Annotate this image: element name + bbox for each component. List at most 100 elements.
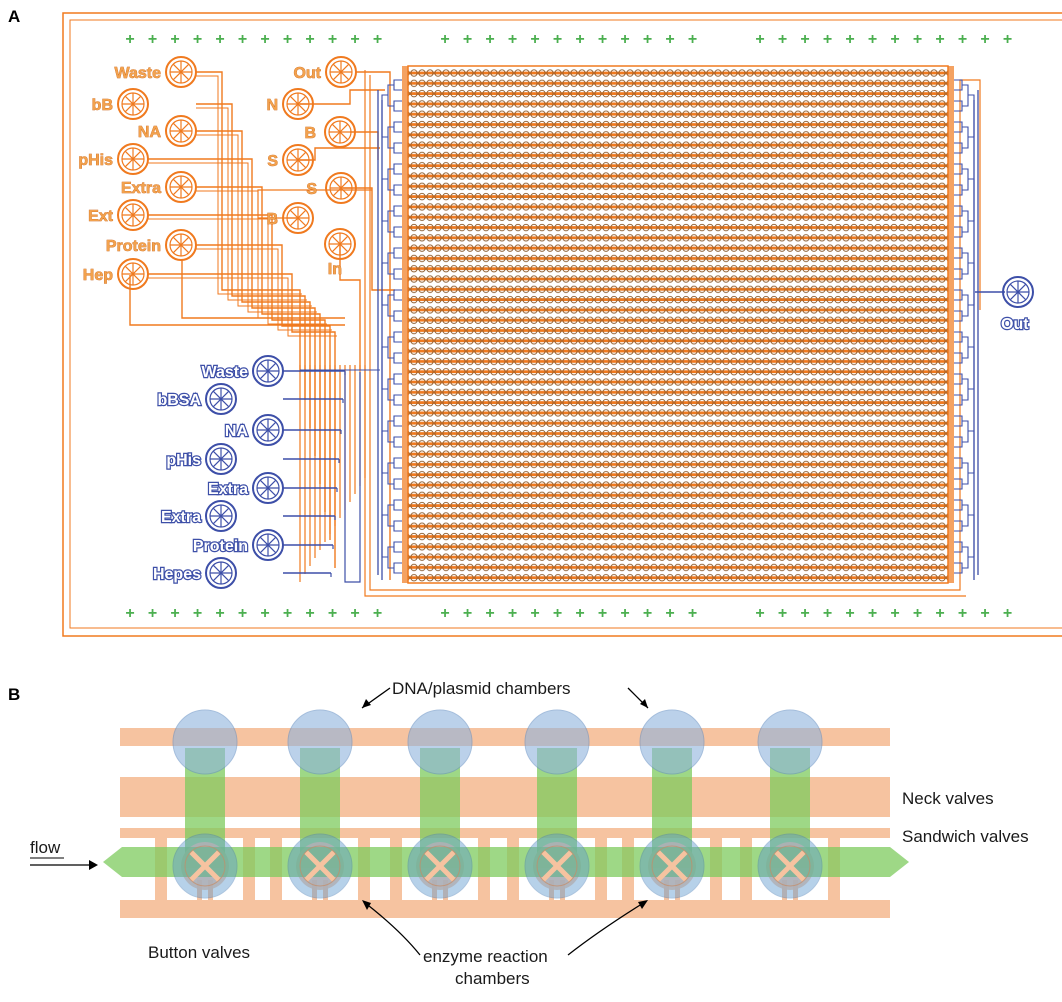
alignment-marker: + bbox=[215, 31, 224, 48]
alignment-marker: + bbox=[125, 31, 134, 48]
alignment-marker: + bbox=[575, 31, 584, 48]
flow-label: flow bbox=[30, 838, 61, 857]
alignment-marker: + bbox=[688, 31, 697, 48]
alignment-marker: + bbox=[845, 31, 854, 48]
flow-port-label: Extra bbox=[161, 509, 201, 526]
alignment-marker: + bbox=[463, 605, 472, 622]
control-port-label: N bbox=[266, 97, 278, 114]
panel-b-diagram bbox=[103, 709, 909, 918]
alignment-marker: + bbox=[913, 605, 922, 622]
alignment-marker: + bbox=[485, 31, 494, 48]
control-port-label: S bbox=[267, 153, 278, 170]
control-port-label: B bbox=[304, 125, 316, 142]
dna-chamber bbox=[407, 709, 473, 775]
flow-port-label: NA bbox=[225, 423, 249, 440]
alignment-marker: + bbox=[598, 31, 607, 48]
alignment-marker: + bbox=[958, 31, 967, 48]
alignment-marker: + bbox=[778, 31, 787, 48]
alignment-marker: + bbox=[575, 605, 584, 622]
neck-valve-line bbox=[120, 777, 890, 817]
control-port-label: Ext bbox=[88, 208, 114, 225]
alignment-marker: + bbox=[890, 605, 899, 622]
alignment-marker: + bbox=[328, 31, 337, 48]
alignment-marker: + bbox=[260, 31, 269, 48]
alignment-marker: + bbox=[193, 605, 202, 622]
alignment-marker: + bbox=[508, 605, 517, 622]
alignment-marker: + bbox=[148, 605, 157, 622]
alignment-marker: + bbox=[665, 31, 674, 48]
dna-chamber bbox=[172, 709, 238, 775]
alignment-marker: + bbox=[305, 605, 314, 622]
outlet-port: Out bbox=[975, 276, 1034, 334]
alignment-marker: + bbox=[755, 31, 764, 48]
control-port-label: NA bbox=[138, 124, 162, 141]
dna-chamber bbox=[287, 709, 353, 775]
control-port-label: pHis bbox=[78, 152, 113, 169]
flow-port-label: Hepes bbox=[153, 566, 201, 583]
dna-chambers-label: DNA/plasmid chambers bbox=[392, 679, 571, 698]
alignment-marker: + bbox=[755, 605, 764, 622]
flow-port-label: Extra bbox=[208, 481, 248, 498]
control-port-label: bB bbox=[92, 97, 113, 114]
control-port-label: S bbox=[306, 181, 317, 198]
chamber-array bbox=[402, 65, 954, 584]
alignment-marker: + bbox=[530, 605, 539, 622]
panel-a-letter: A bbox=[8, 7, 20, 26]
right-flow-multiplexer bbox=[954, 79, 979, 580]
alignment-marker: + bbox=[193, 31, 202, 48]
enzyme-label-line2: chambers bbox=[455, 969, 530, 988]
alignment-marker: + bbox=[643, 605, 652, 622]
alignment-marker: + bbox=[553, 31, 562, 48]
alignment-marker: + bbox=[868, 605, 877, 622]
alignment-marker: + bbox=[148, 31, 157, 48]
button-valves-label: Button valves bbox=[148, 943, 250, 962]
alignment-marker: + bbox=[373, 605, 382, 622]
alignment-marker: + bbox=[553, 605, 562, 622]
alignment-marker: + bbox=[958, 605, 967, 622]
control-port-label: In bbox=[328, 261, 342, 278]
alignment-marker: + bbox=[350, 605, 359, 622]
bottom-valve-line bbox=[120, 900, 890, 918]
alignment-marker: + bbox=[800, 31, 809, 48]
outlet-label: Out bbox=[1001, 316, 1029, 333]
sandwich-valves-label: Sandwich valves bbox=[902, 827, 1029, 846]
alignment-marker: + bbox=[935, 605, 944, 622]
alignment-marker: + bbox=[485, 605, 494, 622]
neck-valves-label: Neck valves bbox=[902, 789, 994, 808]
left-flow-multiplexer bbox=[377, 79, 402, 580]
alignment-marker: + bbox=[328, 605, 337, 622]
control-port-label: Hep bbox=[83, 267, 113, 284]
sandwich-valve-line bbox=[120, 828, 890, 838]
alignment-marker: + bbox=[643, 31, 652, 48]
flow-port-label: Waste bbox=[201, 364, 248, 381]
alignment-marker: + bbox=[215, 605, 224, 622]
control-port-label: Waste bbox=[114, 65, 161, 82]
alignment-marker: + bbox=[440, 31, 449, 48]
alignment-markers: + + + + + + + + + + + + + + + + + + + + + + + + + + + + + + + + + + + + + + + +… bbox=[125, 31, 1012, 622]
control-port-label: Extra bbox=[121, 180, 161, 197]
alignment-marker: + bbox=[980, 605, 989, 622]
flow-port-label: pHis bbox=[166, 452, 201, 469]
alignment-marker: + bbox=[305, 31, 314, 48]
alignment-marker: + bbox=[913, 31, 922, 48]
alignment-marker: + bbox=[440, 605, 449, 622]
flow-port-label: Protein bbox=[193, 538, 248, 555]
alignment-marker: + bbox=[620, 31, 629, 48]
enzyme-label-line1: enzyme reaction bbox=[423, 947, 548, 966]
alignment-marker: + bbox=[800, 605, 809, 622]
alignment-marker: + bbox=[373, 31, 382, 48]
alignment-marker: + bbox=[890, 31, 899, 48]
alignment-marker: + bbox=[823, 31, 832, 48]
alignment-marker: + bbox=[125, 605, 134, 622]
alignment-marker: + bbox=[1003, 605, 1012, 622]
alignment-marker: + bbox=[778, 605, 787, 622]
alignment-marker: + bbox=[238, 31, 247, 48]
control-port-label: Out bbox=[293, 65, 321, 82]
flow-port-label: bBSA bbox=[157, 392, 201, 409]
flow-channel bbox=[103, 847, 909, 877]
alignment-marker: + bbox=[260, 605, 269, 622]
